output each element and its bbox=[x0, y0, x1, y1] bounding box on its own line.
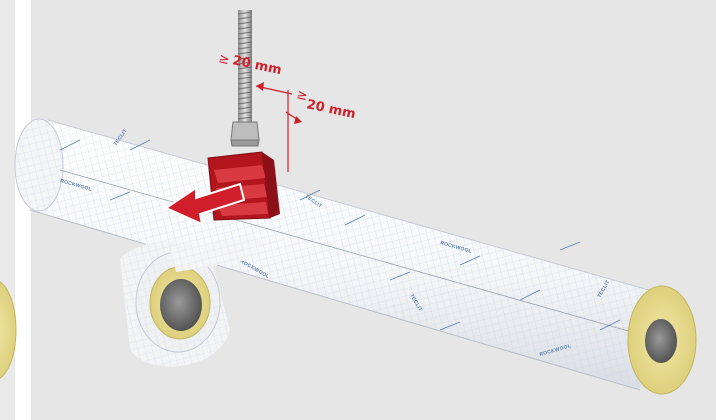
tape-roll-icon bbox=[120, 236, 262, 367]
dim-symbol-2: ≥ bbox=[295, 87, 309, 104]
dimension-lines bbox=[255, 82, 302, 172]
dim-symbol-1: ≥ bbox=[217, 51, 231, 68]
dimension-label-vertical: ≥ 20 mm bbox=[217, 51, 283, 78]
insulated-pipe: ROCKWOOL ROCKWOOL ROCKWOOL ROCKWOOL TECL… bbox=[14, 118, 661, 391]
pipe-end-core bbox=[627, 285, 697, 395]
threaded-rod-icon bbox=[230, 10, 260, 147]
panel-divider bbox=[15, 0, 31, 420]
left-pipe-end bbox=[0, 281, 17, 379]
dim-value-2: 20 mm bbox=[305, 97, 357, 122]
red-clip bbox=[207, 151, 280, 221]
dimension-label-horizontal: ≥ 20 mm bbox=[295, 87, 357, 122]
arrow-left-icon bbox=[163, 182, 246, 226]
dim-value-1: 20 mm bbox=[231, 53, 283, 78]
